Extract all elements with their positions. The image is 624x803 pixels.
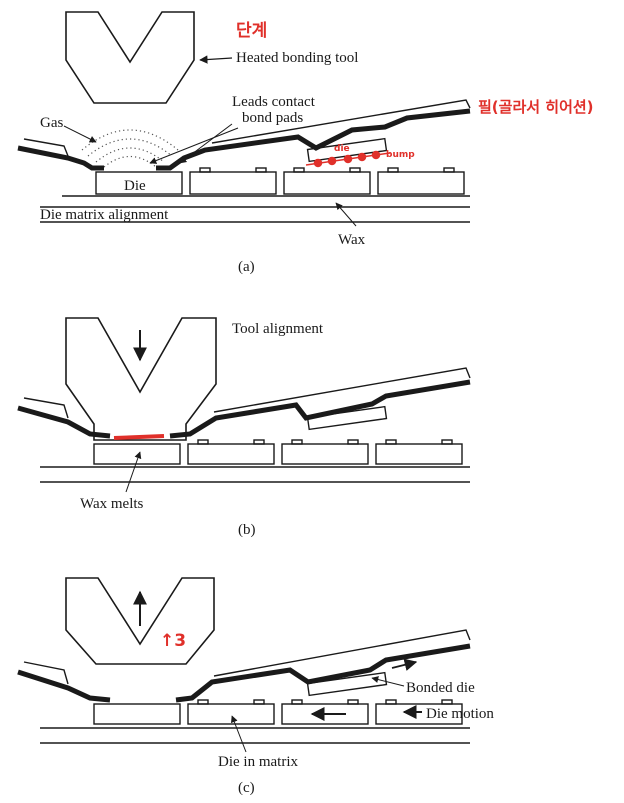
- caption-c: (c): [238, 780, 255, 796]
- bonded-die-c: [306, 671, 388, 697]
- tool-alignment-label: Tool alignment: [232, 321, 324, 337]
- bonded-die-pointer: [371, 676, 405, 687]
- red-wax-mark: [113, 434, 165, 440]
- die-in-matrix-pointer: [231, 715, 247, 753]
- heated-bonding-tool-label: Heated bonding tool: [236, 50, 358, 66]
- film-left: [23, 138, 69, 157]
- lead-frame-left-c: [17, 669, 111, 703]
- die-motion-label: Die motion: [426, 706, 494, 722]
- bonding-tool-raised: [65, 577, 215, 665]
- heated-bonding-tool: [65, 11, 195, 104]
- lead-frame-right: [156, 108, 471, 171]
- panel-a: [17, 11, 471, 227]
- wax-label: Wax: [338, 232, 366, 248]
- bonding-tool-lowered: [65, 317, 217, 441]
- gas-label: Gas: [40, 115, 63, 131]
- film-right: [211, 99, 471, 144]
- tool-pointer: [199, 55, 233, 64]
- die-on-film-b: [306, 405, 388, 431]
- die-matrix-b: [40, 439, 470, 483]
- bonded-die-label: Bonded die: [406, 680, 475, 696]
- handwritten-bump-note: bump: [386, 150, 415, 160]
- lead-frame-right-c: [175, 643, 471, 703]
- die-matrix-a: [40, 167, 470, 223]
- wax-pointer: [335, 202, 357, 227]
- caption-b: (b): [238, 522, 256, 538]
- film-right-b: [213, 367, 471, 413]
- panel-c: [17, 577, 471, 753]
- bonded-die-motion-arrow: [391, 658, 418, 671]
- lead-frame-left: [17, 145, 104, 171]
- handwritten-tool-note: 단계: [236, 21, 267, 41]
- gas-cloud: [81, 129, 179, 168]
- lead-frame-left-b: [17, 405, 111, 439]
- die-label: Die: [124, 178, 146, 194]
- handwritten-film-note: 필(골라서 히어션): [478, 98, 594, 116]
- film-left-c: [23, 661, 69, 685]
- wax-melts-pointer: [125, 451, 142, 493]
- leads-contact-label-line1: Leads contact: [232, 94, 316, 110]
- leads-pointer-2: [149, 127, 239, 164]
- die-matrix-c: [40, 699, 470, 744]
- die-in-matrix-label: Die in matrix: [218, 754, 298, 770]
- leads-contact-label-line2: bond pads: [242, 110, 303, 126]
- lead-frame-right-b: [169, 379, 471, 439]
- wax-melts-label: Wax melts: [80, 496, 144, 512]
- gas-pointer: [63, 125, 97, 143]
- film-left-b: [23, 397, 69, 419]
- leads-pointer-1: [179, 123, 233, 164]
- handwritten-die-note: die: [334, 144, 350, 154]
- die-matrix-alignment-label: Die matrix alignment: [40, 207, 169, 223]
- caption-a: (a): [238, 259, 255, 275]
- handwritten-up-note: ↑3: [160, 631, 186, 651]
- panel-b: [17, 317, 471, 493]
- film-right-c: [213, 629, 471, 677]
- red-annotation-bumps: [305, 150, 391, 168]
